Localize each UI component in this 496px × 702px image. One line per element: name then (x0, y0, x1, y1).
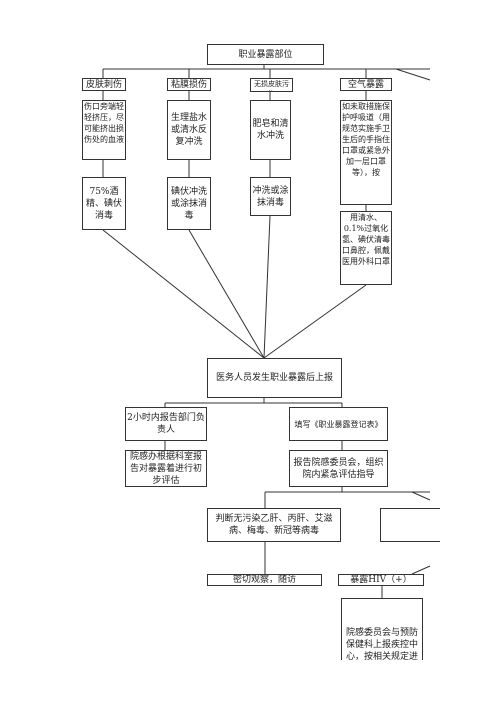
category-mucosa: 粘膜损伤 (167, 78, 211, 91)
hiv-box: 暴露HIV（+） (338, 574, 424, 586)
left-step2-box: 院感办根据科室报告对暴露着进行初步评估 (125, 450, 207, 487)
judge-right-box (380, 508, 440, 542)
action-skin-puncture: 伤口旁端轻轻挤压，尽可能挤出损伤处的血液 (82, 100, 126, 160)
followup-mucosa: 碘伏冲洗或涂抹消毒 (167, 177, 211, 230)
category-intact-skin: 无损皮肤污染 (250, 78, 293, 92)
followup-skin-puncture: 75%酒精、碘伏消毒 (82, 177, 126, 230)
followup-intact-skin: 冲洗或涂抹消毒 (250, 177, 291, 216)
category-airborne: 空气暴露 (340, 78, 392, 91)
right-step1-box: 填写《职业暴露登记表》 (289, 407, 388, 441)
hiv-action-box: 院感委员会与预防保健科上报疾控中心，按相关规定进 (341, 598, 423, 660)
left-step1-box: 2小时内报告部门负责人 (125, 407, 207, 441)
judge-box: 判断无污染乙肝、丙肝、艾滋病、梅毒、新冠等病毒 (207, 508, 341, 542)
right-step2-box: 报告院感委员会，组织院内紧急评估指导 (289, 450, 388, 487)
action-airborne: 如未取措施保护呼吸道（用规范实施手卫生后的手指住口罩或紧急外加一层口罩等），按 (340, 100, 392, 205)
report-box: 医务人员发生职业暴露后上报 (207, 358, 342, 398)
observe-box: 密切观察，随访 (207, 574, 322, 586)
followup-airborne: 用清水、0.1%过氧化氢、碘伏清毒口鼻腔，佩戴医用外科口罩 (340, 211, 392, 285)
action-intact-skin: 肥皂和清水冲洗 (250, 100, 291, 160)
root-box: 职业暴露部位 (207, 44, 324, 65)
category-skin-puncture: 皮肤刺伤 (82, 78, 126, 91)
action-mucosa: 生理盐水或清水反复冲洗 (167, 100, 211, 160)
